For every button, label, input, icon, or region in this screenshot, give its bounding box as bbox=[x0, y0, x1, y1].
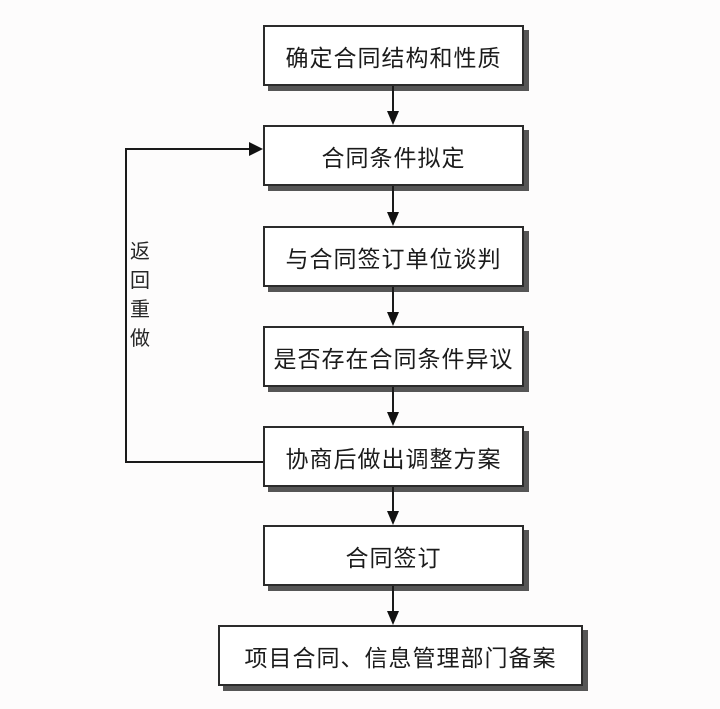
feedback-line-bottom bbox=[125, 461, 263, 463]
arrow-down-icon bbox=[387, 412, 399, 426]
node-negotiate-with-signing-unit: 与合同签订单位谈判 bbox=[263, 226, 524, 287]
arrow-down-icon bbox=[387, 312, 399, 326]
node-contract-structure: 确定合同结构和性质 bbox=[263, 25, 524, 86]
feedback-loop-label: 返回重做 bbox=[130, 241, 150, 350]
feedback-line-vertical bbox=[125, 148, 127, 463]
arrow-right-icon bbox=[249, 142, 263, 156]
arrow-down-icon bbox=[387, 611, 399, 625]
arrow-line-5-6 bbox=[392, 487, 394, 512]
node-department-filing: 项目合同、信息管理部门备案 bbox=[218, 625, 583, 686]
arrow-line-4-5 bbox=[392, 387, 394, 413]
arrow-down-icon bbox=[387, 511, 399, 525]
arrow-down-icon bbox=[387, 111, 399, 125]
arrow-line-1-2 bbox=[392, 86, 394, 112]
arrow-line-6-7 bbox=[392, 586, 394, 612]
node-draft-contract-conditions: 合同条件拟定 bbox=[263, 125, 524, 186]
arrow-down-icon bbox=[387, 212, 399, 226]
node-adjustment-plan: 协商后做出调整方案 bbox=[263, 426, 524, 487]
feedback-line-top bbox=[125, 148, 249, 150]
arrow-line-2-3 bbox=[392, 186, 394, 213]
arrow-line-3-4 bbox=[392, 287, 394, 313]
node-condition-objection-check: 是否存在合同条件异议 bbox=[263, 326, 524, 387]
node-contract-signing: 合同签订 bbox=[263, 525, 524, 586]
